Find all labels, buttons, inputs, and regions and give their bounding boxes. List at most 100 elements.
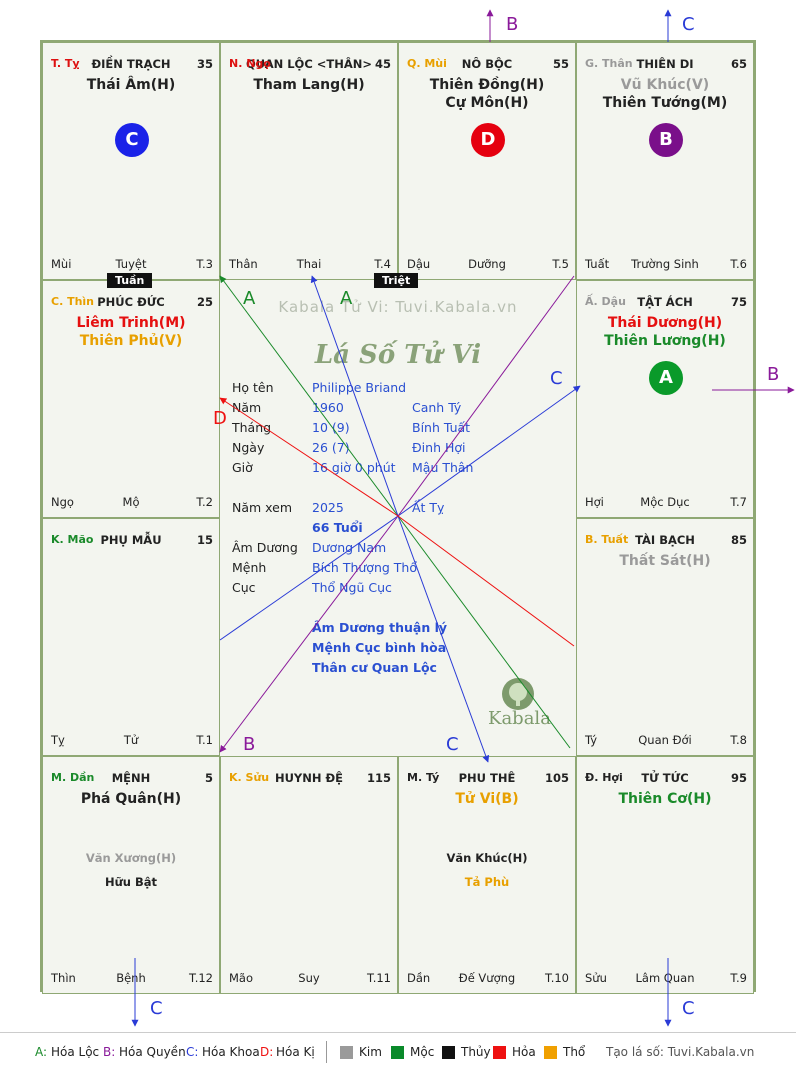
legend: A: Hóa Lộc B: Hóa Quyền C: Hóa Khoa D: H… [0,1032,796,1071]
year-value: 2025 [312,500,344,515]
palace-period: T.7 [730,495,747,509]
palace-period: T.11 [367,971,391,985]
palace-house-name: PHÚC ĐỨC [97,295,165,309]
palace-stem: C. Thìn [51,295,95,308]
palace-stem: K. Sửu [229,771,270,784]
palace-period: T.5 [552,257,569,271]
palace-house-name: PHU THÊ [458,771,516,785]
palace-house-name: THIÊN DI [636,57,694,71]
minor-star: Tả Phù [464,875,510,889]
info-value: Bích Thượng Thổ [312,560,417,575]
info-can-chi: Canh Tý [412,400,462,415]
element-swatch [442,1046,455,1059]
palace-branch: Dậu [407,257,431,271]
palace-stage: Dưỡng [468,257,506,271]
palace-period: T.6 [730,257,747,271]
palace-period: T.3 [196,257,213,271]
palace-branch: Thìn [51,971,76,985]
element-swatch [391,1046,404,1059]
info-value: Philippe Briand [312,380,407,395]
palace-age: 105 [544,771,569,785]
palace-stem: G. Thân [585,57,633,70]
palace-period: T.12 [189,971,213,985]
palace-branch: Thân [229,257,258,271]
palace-age: 5 [204,771,213,785]
major-star: Tham Lang(H) [253,77,365,93]
info-value: 1960 [312,400,344,415]
palace-house-name: ĐIỀN TRẠCH [91,57,171,71]
palace-house-name: TẬT ÁCH [637,295,693,309]
note-line: Âm Dương thuận lý [312,620,448,635]
palace-stage: Lâm Quan [635,971,695,985]
palace-age: 95 [730,771,747,785]
major-star: Liêm Trinh(M) [76,315,186,331]
center-panel: Kabala Tử Vi: Tuvi.Kabala.vn Lá Số Tử Vi… [220,280,576,756]
palace-age: 115 [366,771,391,785]
palace-stage: Mộ [122,495,140,509]
palace-house-name: QUAN LỘC <THÂN> [245,57,373,71]
palace-stem: B. Tuất [585,533,629,546]
transform-badge: B [649,123,683,157]
palace-branch: Dần [407,971,431,985]
legend-key-d: D: [260,1045,274,1059]
age-value: 66 Tuổi [312,520,363,535]
info-label: Âm Dương [232,540,298,555]
label-b-right: B [767,364,779,385]
info-value: 10 (9) [312,420,350,435]
palace-period: T.9 [730,971,747,985]
palace-branch: Tỵ [51,733,65,747]
palace-house-name: TỬ TỨC [641,771,689,785]
major-star: Thiên Tướng(M) [602,95,728,111]
element-swatch [544,1046,557,1059]
palace-age: 55 [552,57,569,71]
label-b-top: B [506,14,518,35]
legend-hoa-loc: Hóa Lộc [51,1045,100,1059]
major-star: Cự Môn(H) [445,95,529,111]
major-star: Thiên Cơ(H) [618,791,712,807]
palace-house-name: TÀI BẠCH [635,533,695,547]
palace-period: T.8 [730,733,747,747]
legend-hoa-ki: Hóa Kị [276,1045,315,1059]
legend-hoa-quyen: Hóa Quyền [119,1045,186,1059]
element-swatch [493,1046,506,1059]
palace-stem: K. Mão [51,533,94,546]
triet-tag: Triệt [374,273,419,288]
palace-age: 25 [196,295,213,309]
info-label: Tháng [232,420,272,435]
major-star: Phá Quân(H) [80,791,182,807]
palace-period: T.2 [196,495,213,509]
palace-branch: Ngọ [51,495,74,509]
major-star: Thái Dương(H) [607,315,723,331]
info-label: Ngày [232,440,265,455]
note-line: Mệnh Cục bình hòa [312,640,447,655]
palace-age: 15 [196,533,213,547]
palace-house-name: MỆNH [111,771,151,785]
major-star: Vũ Khúc(V) [620,77,710,93]
major-star: Thiên Lương(H) [604,333,726,349]
watermark: Kabala Tử Vi: Tuvi.Kabala.vn [278,298,518,316]
legend-site: Tạo lá số: Tuvi.Kabala.vn [606,1045,755,1059]
major-star: Thất Sát(H) [619,553,711,569]
palace-stage: Bệnh [116,971,146,985]
label-c-bottom-left: C [150,998,163,1019]
palace-stage: Suy [298,971,320,985]
year-can-chi: Ất Tỵ [412,500,445,515]
palace-branch: Tý [585,733,598,747]
palace-branch: Sửu [585,971,607,985]
legend-key-b: B: [103,1045,116,1059]
major-star: Tử Vi(B) [455,791,519,807]
info-label: Giờ [232,460,253,475]
palace-stem: M. Tý [407,771,440,784]
palace-stage: Quan Đới [638,733,692,747]
palace-stem: Đ. Hợi [585,771,623,784]
element-label: Hỏa [512,1045,536,1059]
palace-stem: Ấ. Dậu [585,295,626,308]
minor-star: Văn Xương(H) [85,851,177,865]
palace-period: T.1 [196,733,213,747]
note-line: Thân cư Quan Lộc [312,660,437,675]
